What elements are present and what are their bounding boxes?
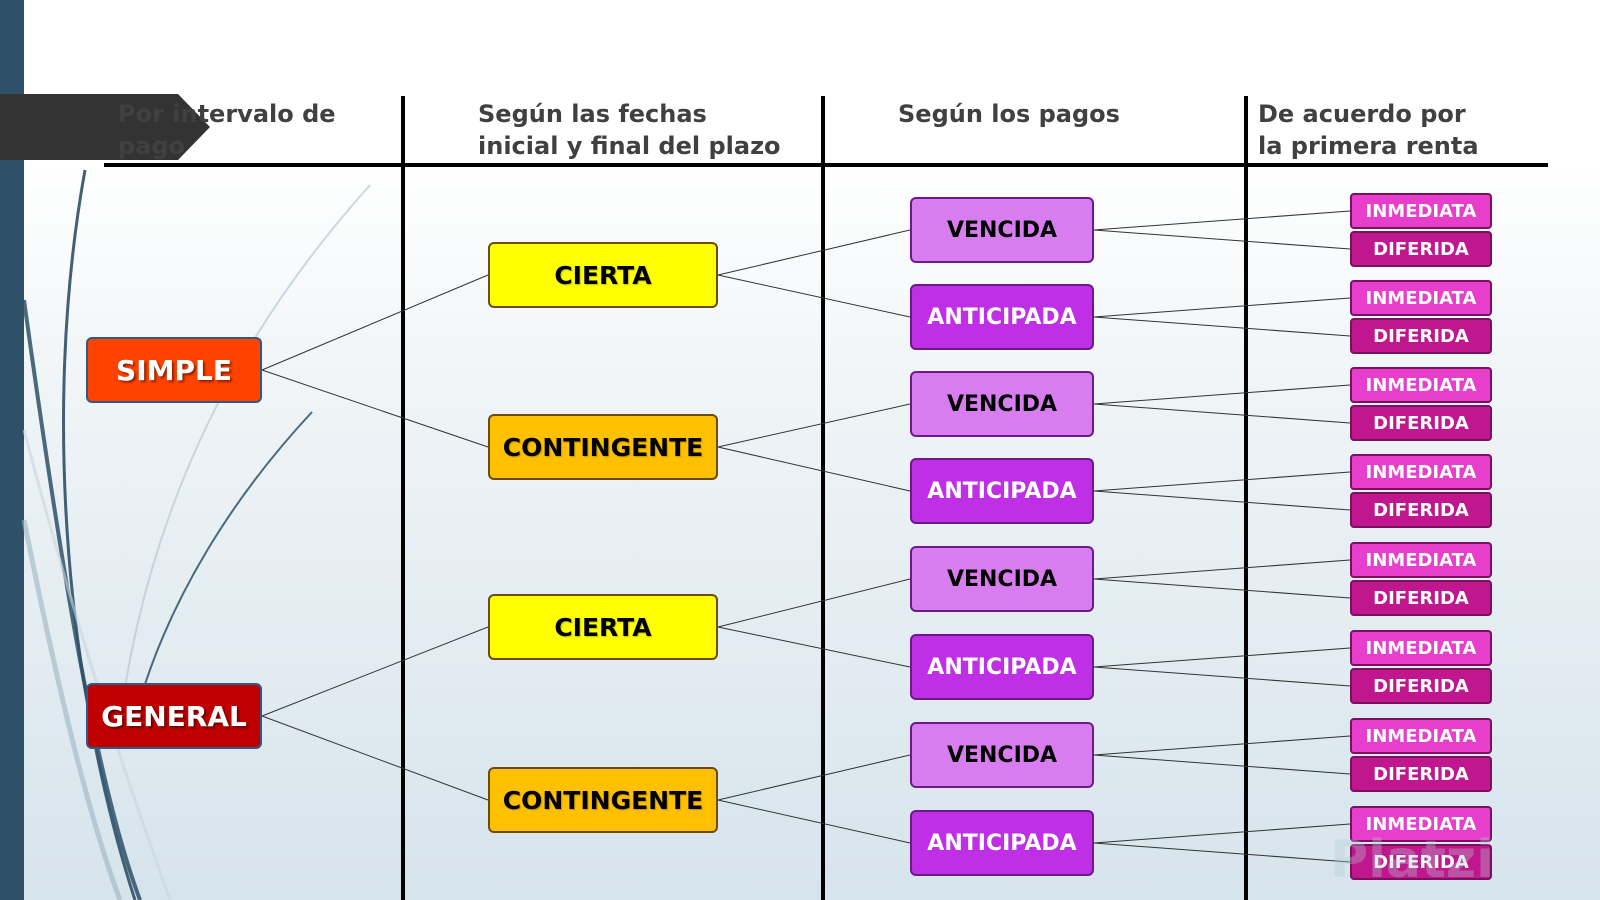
connector-line xyxy=(1093,754,1351,775)
node-anticipada: ANTICIPADA xyxy=(910,458,1094,524)
node-diferida: DIFERIDA xyxy=(1350,668,1492,704)
node-inmediata: INMEDIATA xyxy=(1350,542,1492,578)
node-cierta: CIERTA xyxy=(488,594,718,660)
connector-line xyxy=(1093,647,1351,668)
connector-line xyxy=(261,715,489,801)
node-anticipada: ANTICIPADA xyxy=(910,634,1094,700)
connector-line xyxy=(717,754,911,801)
title-tab-shape xyxy=(0,94,210,160)
node-diferida: DIFERIDA xyxy=(1350,580,1492,616)
connector-line xyxy=(717,578,911,628)
connector-line xyxy=(1093,229,1351,250)
connector-line xyxy=(1093,666,1351,687)
node-inmediata: INMEDIATA xyxy=(1350,718,1492,754)
node-general: GENERAL xyxy=(86,683,262,749)
node-cierta: CIERTA xyxy=(488,242,718,308)
column-header-intervalo: Por intervalo de pago xyxy=(118,100,336,160)
node-diferida: DIFERIDA xyxy=(1350,405,1492,441)
node-anticipada: ANTICIPADA xyxy=(910,810,1094,876)
connector-line xyxy=(261,626,489,717)
connector-line xyxy=(1093,823,1351,844)
node-inmediata: INMEDIATA xyxy=(1350,193,1492,229)
connector-line xyxy=(1093,490,1351,511)
connector-line xyxy=(1093,735,1351,756)
connector-line xyxy=(1093,403,1351,424)
node-inmediata: INMEDIATA xyxy=(1350,280,1492,316)
header-divider xyxy=(104,163,1548,167)
column-header-primera-renta: De acuerdo por la primera renta xyxy=(1258,100,1479,160)
node-diferida: DIFERIDA xyxy=(1350,492,1492,528)
node-diferida: DIFERIDA xyxy=(1350,231,1492,267)
node-contingente: CONTINGENTE xyxy=(488,767,718,833)
connector-line xyxy=(1093,559,1351,580)
node-inmediata: INMEDIATA xyxy=(1350,630,1492,666)
column-divider xyxy=(1244,96,1248,900)
node-inmediata: INMEDIATA xyxy=(1350,806,1492,842)
watermark: Platzi xyxy=(1330,830,1494,890)
connector-line xyxy=(717,274,911,318)
node-anticipada: ANTICIPADA xyxy=(910,284,1094,350)
connector-line xyxy=(717,799,911,844)
connector-line xyxy=(717,626,911,668)
column-divider xyxy=(401,96,405,900)
connector-line xyxy=(1093,297,1351,318)
connector-line xyxy=(1093,471,1351,492)
node-vencida: VENCIDA xyxy=(910,371,1094,437)
node-diferida: DIFERIDA xyxy=(1350,756,1492,792)
connector-line xyxy=(1093,578,1351,599)
connector-line xyxy=(1093,210,1351,231)
node-contingente: CONTINGENTE xyxy=(488,414,718,480)
column-header-pagos: Según los pagos xyxy=(898,100,1120,128)
connector-line xyxy=(1093,842,1351,863)
connector-line xyxy=(717,403,911,448)
node-vencida: VENCIDA xyxy=(910,197,1094,263)
column-header-fechas: Según las fechas inicial y final del pla… xyxy=(478,100,781,160)
connector-line xyxy=(261,274,489,371)
node-diferida: DIFERIDA xyxy=(1350,318,1492,354)
connector-line xyxy=(1093,384,1351,405)
node-inmediata: INMEDIATA xyxy=(1350,367,1492,403)
node-diferida: DIFERIDA xyxy=(1350,844,1492,880)
column-divider xyxy=(821,96,825,900)
connector-line xyxy=(1093,316,1351,337)
connector-line xyxy=(717,446,911,492)
node-vencida: VENCIDA xyxy=(910,546,1094,612)
node-vencida: VENCIDA xyxy=(910,722,1094,788)
node-inmediata: INMEDIATA xyxy=(1350,454,1492,490)
node-simple: SIMPLE xyxy=(86,337,262,403)
connector-line xyxy=(717,229,911,276)
connector-line xyxy=(261,369,489,448)
